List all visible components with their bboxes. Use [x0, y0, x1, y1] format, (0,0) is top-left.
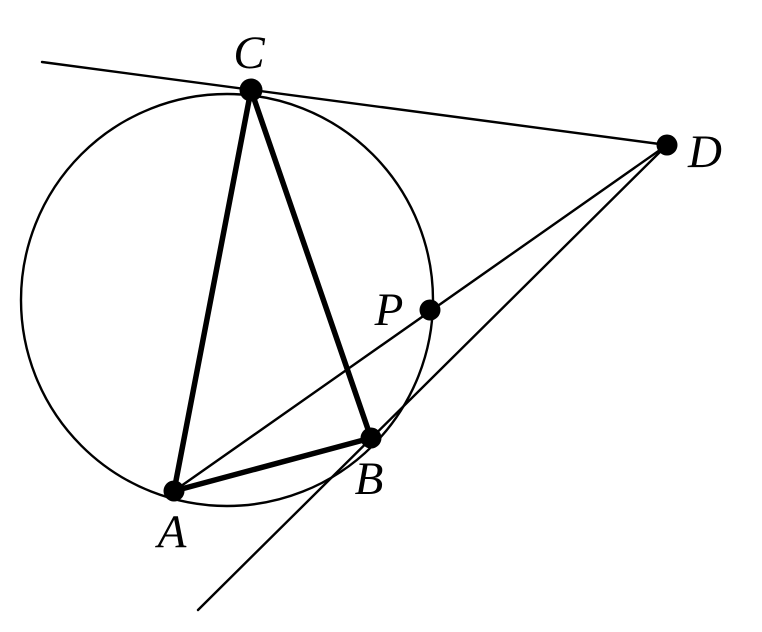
point-label-A: A [155, 506, 187, 558]
point-label-P: P [374, 284, 404, 336]
line-b-to-d [196, 143, 669, 612]
point-dot-D[interactable] [656, 134, 678, 156]
chord-c-to-a [171, 87, 254, 494]
point-label-D: D [687, 126, 722, 178]
point-dot-P[interactable] [419, 299, 441, 321]
secant-line-a-p-d [172, 143, 669, 493]
point-label-C: C [233, 27, 265, 79]
point-dot-B[interactable] [360, 427, 382, 449]
chord-a-to-b [171, 435, 374, 494]
tangent-line-at-c-icon [40, 60, 669, 147]
point-label-B: B [355, 453, 384, 505]
point-dot-A[interactable] [163, 480, 185, 502]
chord-c-to-b [248, 87, 374, 441]
point-dot-C[interactable] [239, 78, 263, 102]
